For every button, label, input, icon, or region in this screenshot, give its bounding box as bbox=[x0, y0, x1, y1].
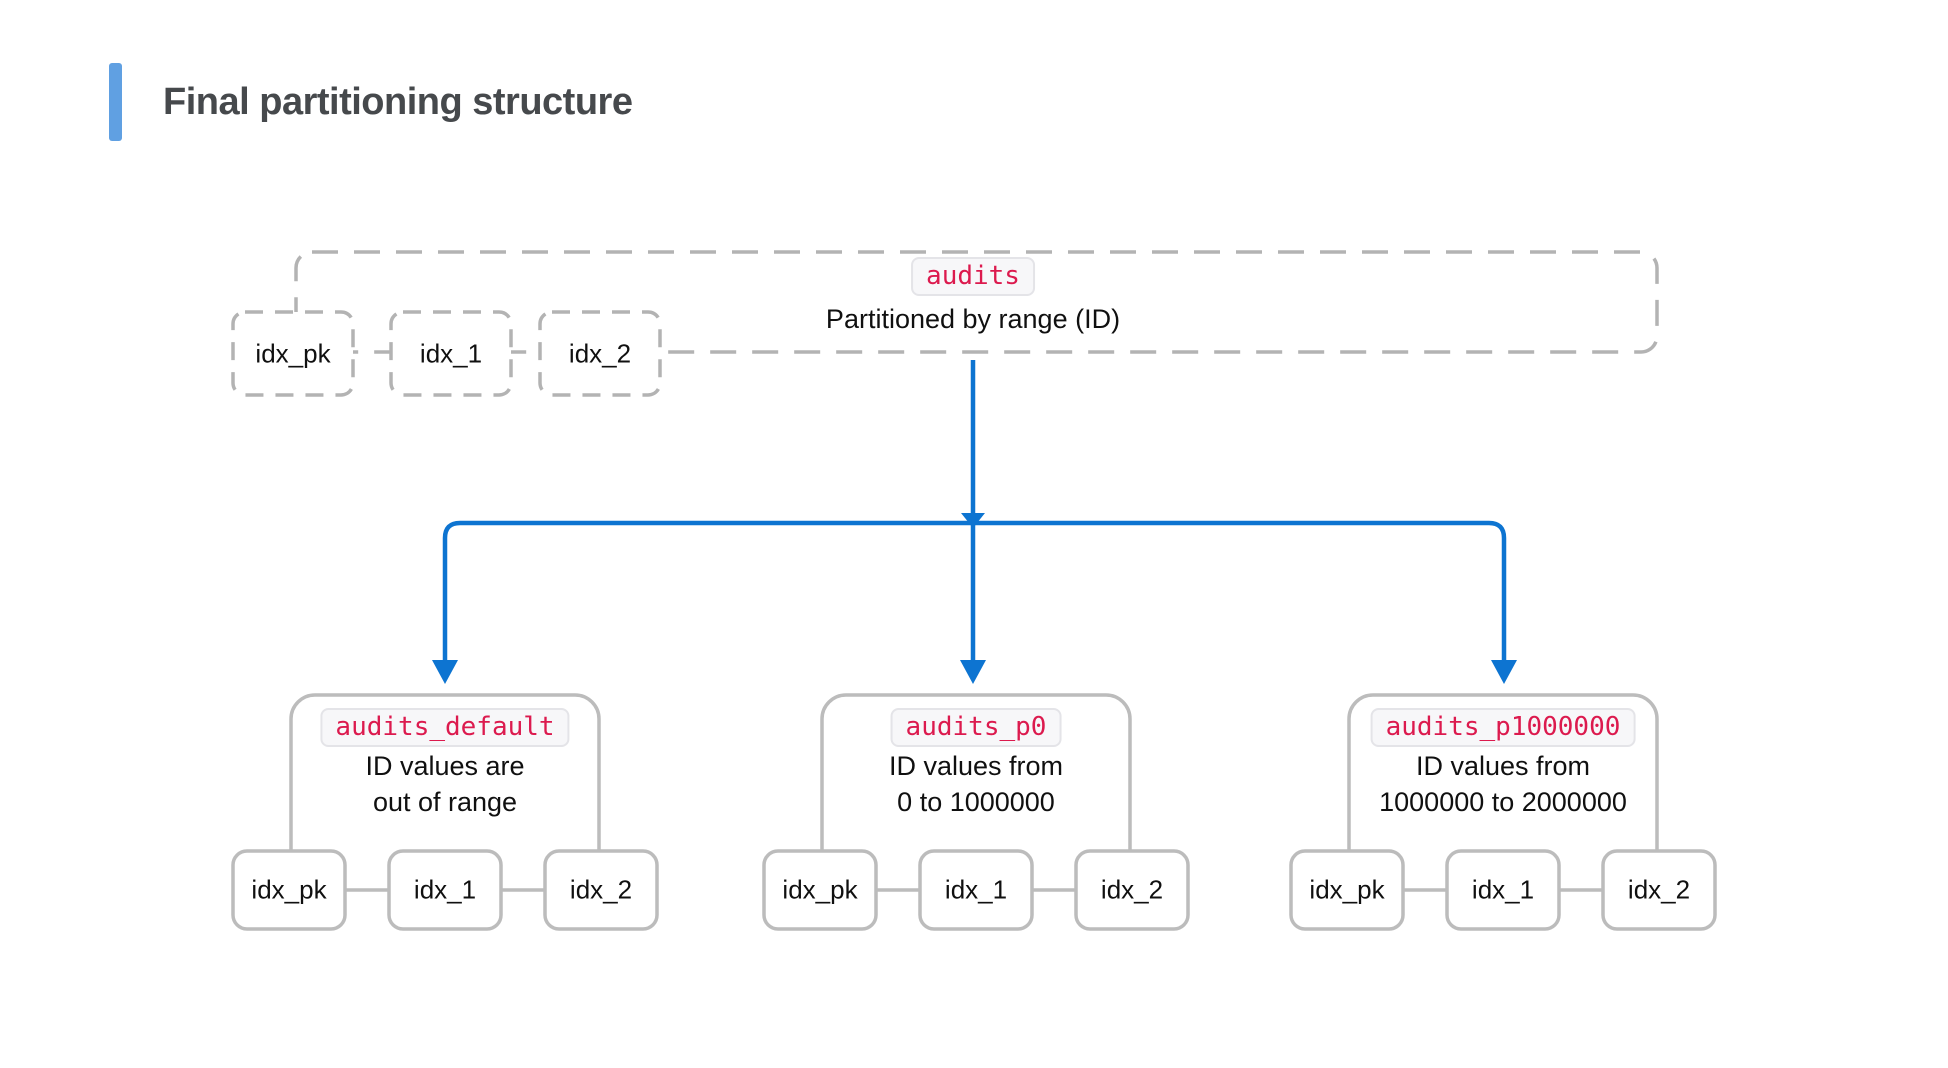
parent-index-label-idx-1: idx_1 bbox=[419, 338, 483, 369]
partition-name-badge: audits_p1000000 bbox=[1370, 708, 1636, 747]
parent-index-label-idx-2: idx_2 bbox=[568, 338, 632, 369]
parent-index-box-idx-2 bbox=[538, 310, 662, 397]
partition-description-line: out of range bbox=[372, 787, 518, 817]
partition-name-badge: audits_default bbox=[320, 708, 570, 747]
index-box-idx-1 bbox=[1445, 849, 1561, 931]
partition-index-label: idx_pk bbox=[251, 874, 327, 905]
index-box-idx-1 bbox=[918, 849, 1034, 931]
index-box-idx-pk bbox=[1289, 849, 1405, 931]
partition-index-label: idx_1 bbox=[413, 874, 477, 905]
index-box-idx-pk bbox=[762, 849, 878, 931]
partition-index-label: idx_pk bbox=[1309, 874, 1385, 905]
partition-index-label: idx_2 bbox=[1627, 874, 1691, 905]
partition-index-label: idx_1 bbox=[944, 874, 1008, 905]
partition-description-line: 1000000 to 2000000 bbox=[1379, 787, 1627, 817]
partition-description-line: ID values are bbox=[365, 751, 525, 781]
arrowhead-right-icon bbox=[1491, 660, 1517, 684]
parent-index-box-idx-1 bbox=[389, 310, 513, 397]
partition-index-label: idx_2 bbox=[569, 874, 633, 905]
flow-arrows bbox=[442, 360, 1507, 662]
index-box-idx-2 bbox=[1601, 849, 1717, 931]
arrow-line-right bbox=[973, 520, 1507, 660]
parent-table-outline bbox=[294, 250, 1659, 354]
parent-table-subtitle: Partitioned by range (ID) bbox=[825, 304, 1121, 334]
partition-index-label: idx_pk bbox=[782, 874, 858, 905]
index-box-idx-2 bbox=[543, 849, 659, 931]
parent-index-label-idx-pk: idx_pk bbox=[255, 338, 331, 369]
junction-arrowhead-icon bbox=[961, 513, 985, 528]
arrowhead-center-icon bbox=[960, 660, 986, 684]
index-box-idx-1 bbox=[387, 849, 503, 931]
partition-description-line: ID values from bbox=[1415, 751, 1591, 781]
parent-index-box-idx-pk bbox=[231, 310, 355, 397]
title-accent-bar bbox=[109, 63, 122, 141]
flow-arrowheads bbox=[432, 513, 1517, 684]
partition-name-badge: audits_p0 bbox=[890, 708, 1062, 747]
partition-index-label: idx_2 bbox=[1100, 874, 1164, 905]
partition-description-line: ID values from bbox=[888, 751, 1064, 781]
partition-index-label: idx_1 bbox=[1471, 874, 1535, 905]
index-box-idx-pk bbox=[231, 849, 347, 931]
partition-description-line: 0 to 1000000 bbox=[897, 787, 1055, 817]
parent-table-name-badge: audits bbox=[911, 257, 1035, 296]
page-title: Final partitioning structure bbox=[163, 81, 633, 123]
arrow-line-left bbox=[442, 520, 973, 660]
index-box-idx-2 bbox=[1074, 849, 1190, 931]
arrowhead-left-icon bbox=[432, 660, 458, 684]
